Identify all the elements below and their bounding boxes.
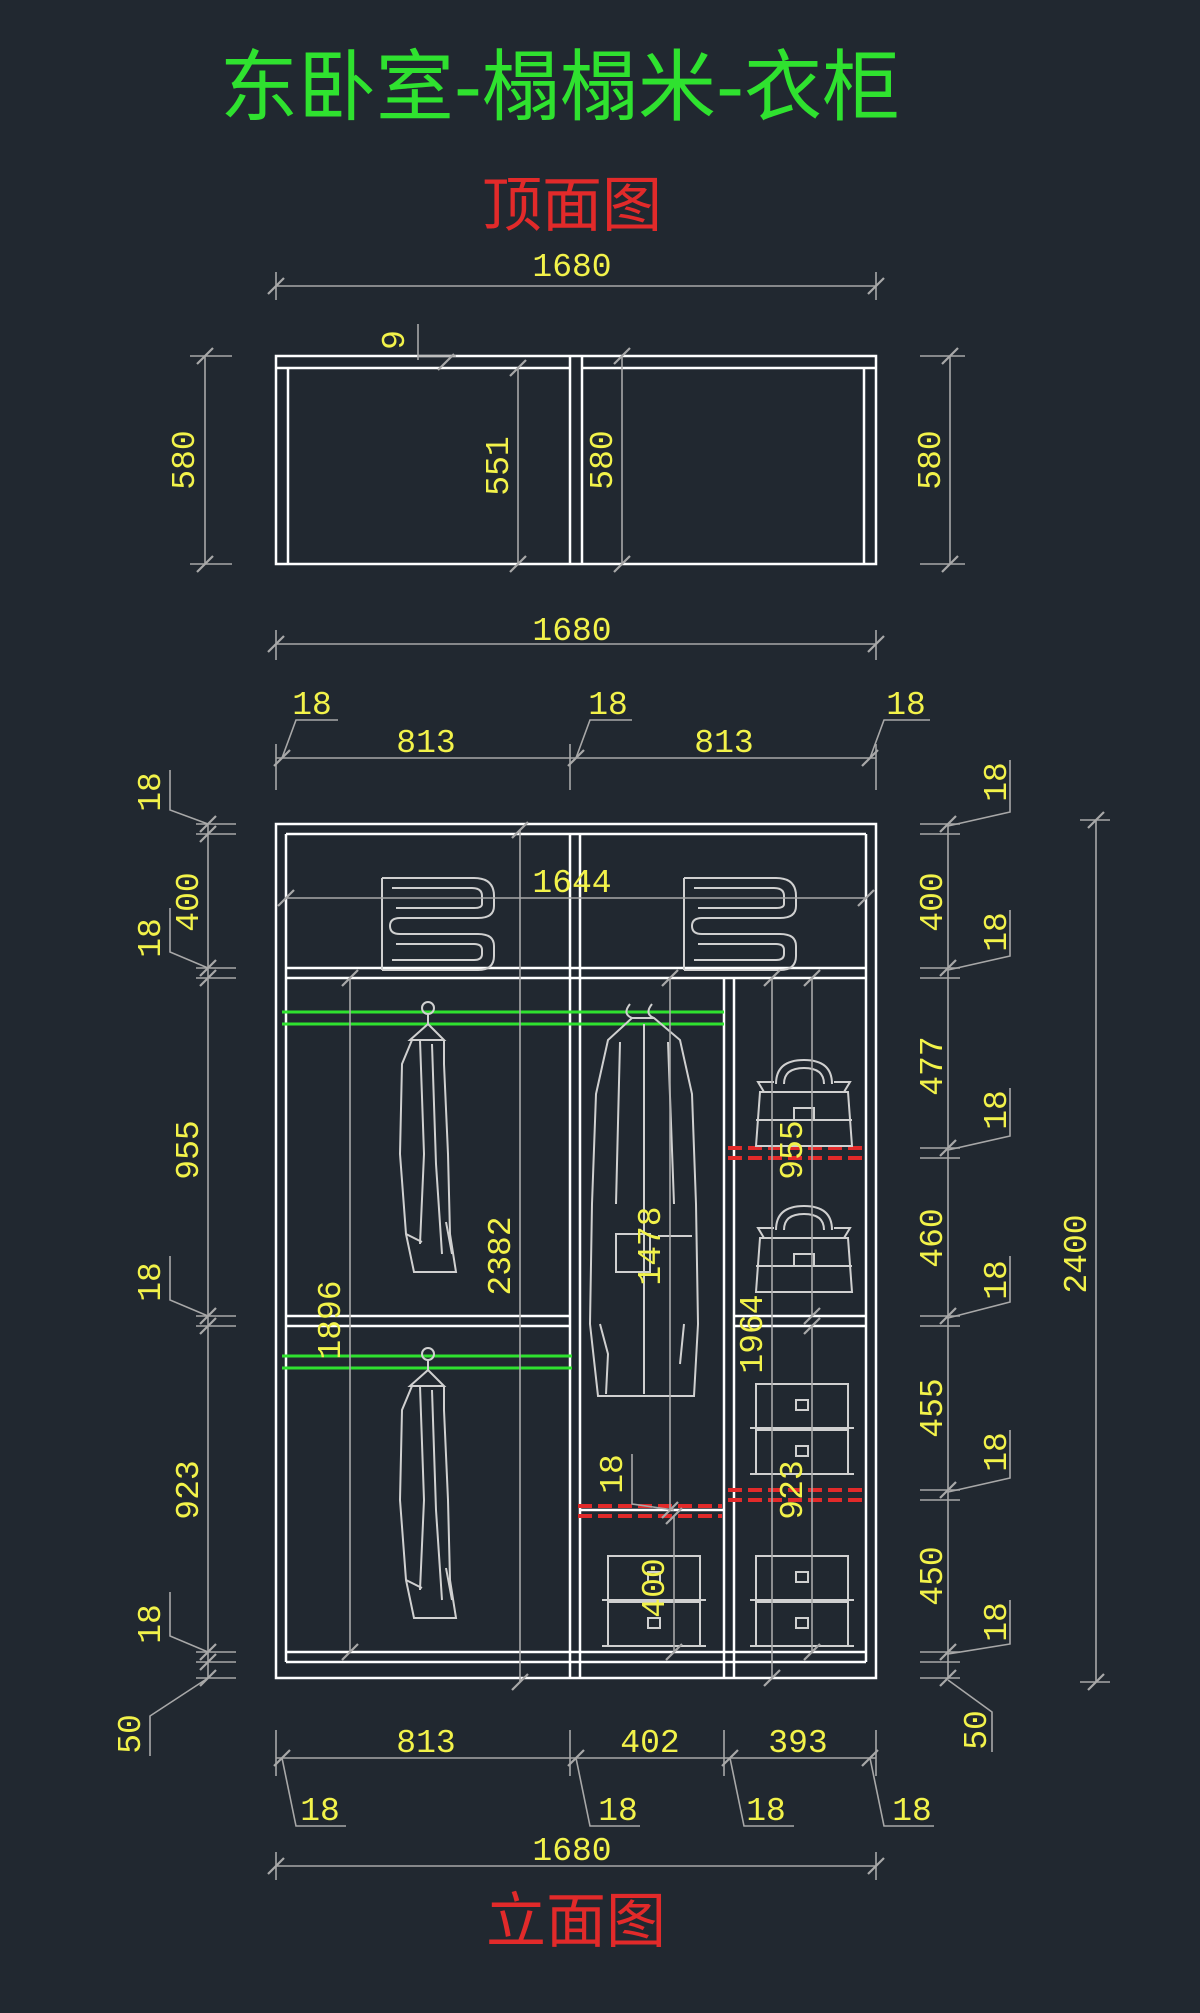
folded-clothes-right bbox=[683, 877, 797, 971]
coat bbox=[589, 1003, 699, 1397]
dim-right-h3: 460 bbox=[915, 1208, 952, 1267]
dim-height-1964: 1964 bbox=[735, 1294, 772, 1373]
dim-height-2382: 2382 bbox=[483, 1216, 520, 1295]
dim-elev-top-w1: 813 bbox=[396, 725, 455, 762]
dim-left-h-low: 923 bbox=[171, 1460, 208, 1519]
dim-left-h-mid: 955 bbox=[171, 1120, 208, 1179]
dim-right-t6: 18 bbox=[979, 1602, 1016, 1642]
dim-top-panel: 9 bbox=[377, 330, 414, 350]
right-dims: 18 400 18 477 18 460 18 455 18 450 18 50… bbox=[915, 760, 1110, 1752]
dim-elev-top-overall: 1680 bbox=[532, 613, 611, 650]
shirt-upper bbox=[399, 1001, 457, 1273]
dim-right-t4: 18 bbox=[979, 1260, 1016, 1300]
dim-height-1896: 1896 bbox=[313, 1280, 350, 1359]
top-view-label: 顶面图 bbox=[482, 171, 662, 241]
dim-left-t4: 18 bbox=[133, 1604, 170, 1644]
dim-elev-top-t3: 18 bbox=[886, 687, 926, 724]
dim-left-t2: 18 bbox=[133, 918, 170, 958]
dim-elev-top-t2: 18 bbox=[588, 687, 628, 724]
dim-left-base: 50 bbox=[113, 1714, 150, 1754]
top-view: 1680 580 580 551 580 9 bbox=[167, 249, 965, 574]
dim-right-total: 2400 bbox=[1059, 1214, 1096, 1293]
dim-top-mid-depth: 580 bbox=[585, 430, 622, 489]
dim-top-inner-depth: 551 bbox=[481, 436, 518, 495]
bottom-dims: 813 402 393 18 18 18 18 1680 bbox=[266, 1725, 934, 1880]
elevation-label: 立面图 bbox=[486, 1887, 666, 1957]
dim-bottom-t1: 18 bbox=[300, 1793, 340, 1830]
dim-right-h2: 477 bbox=[915, 1036, 952, 1095]
dim-elev-top-w2: 813 bbox=[694, 725, 753, 762]
dim-top-overall-width: 1680 bbox=[532, 249, 611, 286]
dim-shelf-923: 923 bbox=[775, 1460, 812, 1519]
dim-left-t3: 18 bbox=[133, 1262, 170, 1302]
drawer-unit-right-lower bbox=[749, 1555, 855, 1647]
dim-height-1478: 1478 bbox=[633, 1206, 670, 1285]
dim-bottom-w1: 813 bbox=[396, 1725, 455, 1762]
dim-bottom-t4: 18 bbox=[892, 1793, 932, 1830]
dim-right-h5: 450 bbox=[915, 1546, 952, 1605]
dim-right-t2: 18 bbox=[979, 912, 1016, 952]
dim-bottom-t3: 18 bbox=[746, 1793, 786, 1830]
dim-right-h1: 400 bbox=[915, 872, 952, 931]
dim-inner-width: 1644 bbox=[532, 865, 611, 902]
drawing-title: 东卧室-榻榻米-衣柜 bbox=[220, 43, 900, 133]
dim-bottom-w3: 393 bbox=[768, 1725, 827, 1762]
dim-right-t5: 18 bbox=[979, 1432, 1016, 1472]
dim-top-depth-left: 580 bbox=[167, 430, 204, 489]
dim-bottom-overall: 1680 bbox=[532, 1833, 611, 1870]
dim-drawer-400: 400 bbox=[637, 1558, 674, 1617]
dim-right-t1: 18 bbox=[979, 762, 1016, 802]
interior-dims: 1644 2382 1896 1478 1964 955 923 400 18 bbox=[276, 820, 876, 1692]
dim-left-h-top: 400 bbox=[171, 872, 208, 931]
dim-bottom-t2: 18 bbox=[598, 1793, 638, 1830]
dim-right-h4: 455 bbox=[915, 1378, 952, 1437]
folded-clothes-left bbox=[381, 877, 495, 971]
dim-top-depth-right: 580 bbox=[913, 430, 950, 489]
wardrobe-elevation bbox=[274, 822, 878, 1680]
dim-center-panel: 18 bbox=[595, 1454, 632, 1494]
left-dims: 18 400 18 955 18 923 18 50 bbox=[113, 770, 236, 1756]
dim-left-t-top: 18 bbox=[133, 772, 170, 812]
elevation-top-dims: 1680 813 813 18 18 18 bbox=[266, 613, 930, 790]
handbag-lower bbox=[755, 1205, 853, 1293]
dim-shelf-955: 955 bbox=[775, 1120, 812, 1179]
dim-elev-top-t1: 18 bbox=[292, 687, 332, 724]
dim-right-t3: 18 bbox=[979, 1090, 1016, 1130]
dim-right-base: 50 bbox=[959, 1710, 996, 1750]
shirt-lower bbox=[399, 1347, 457, 1619]
dim-bottom-w2: 402 bbox=[620, 1725, 679, 1762]
